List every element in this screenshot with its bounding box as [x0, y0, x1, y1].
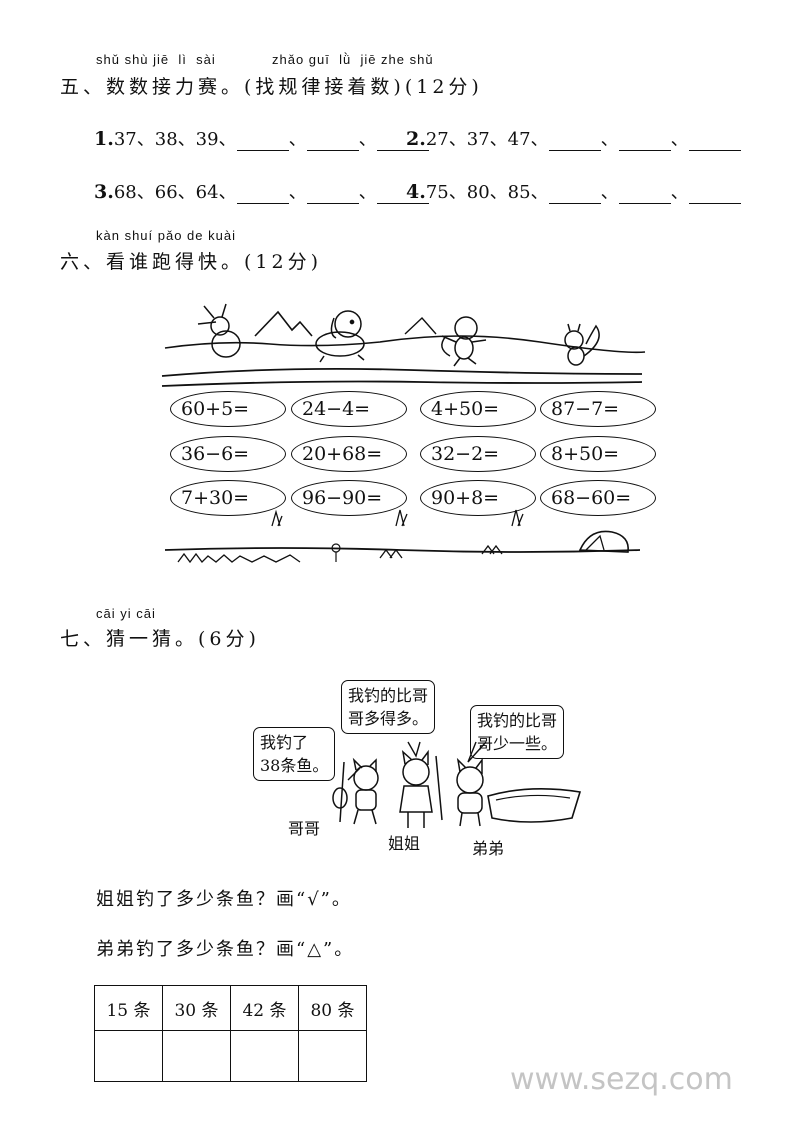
answer-blank[interactable]: [548, 132, 601, 151]
answer-blank[interactable]: [236, 185, 289, 204]
answer-blank[interactable]: [236, 132, 289, 151]
grass-icon: [379, 548, 403, 559]
table-header-row: 15 条 30 条 42 条 80 条: [94, 985, 367, 1031]
answer-blank[interactable]: [376, 185, 429, 204]
problem-oval[interactable]: 32−2=: [420, 436, 536, 472]
sequence-given: 37、38、39、: [113, 129, 237, 150]
section5-pinyin-a: shǔ shù jiē lì sài: [96, 52, 216, 67]
problem-oval[interactable]: 4+50=: [420, 391, 536, 427]
sequence-number: 1.: [94, 128, 114, 150]
answer-blank[interactable]: [688, 132, 741, 151]
separator: 、: [288, 182, 307, 203]
separator: 、: [670, 182, 689, 203]
speech-bubble-didi: 我钓的比哥 哥少一些。: [470, 705, 565, 759]
monkey-icon: [441, 316, 487, 367]
problem-oval[interactable]: 24−4=: [291, 391, 407, 427]
sequence-given: 27、37、47、: [425, 129, 549, 150]
sequence-number: 4.: [406, 181, 426, 203]
option-cell: 42 条: [230, 985, 299, 1031]
problem-oval[interactable]: 7+30=: [170, 480, 286, 516]
section6-pinyin: kàn shuí pǎo de kuài: [96, 228, 236, 243]
speech-bubble-jiejie: 我钓的比哥 哥多得多。: [341, 680, 436, 734]
problem-oval[interactable]: 87−7=: [540, 391, 656, 427]
grass-icon: [395, 509, 408, 527]
grass-icon: [271, 509, 283, 527]
problem-oval[interactable]: 8+50=: [540, 436, 656, 472]
separator: 、: [670, 129, 689, 150]
answer-cell[interactable]: [298, 1030, 367, 1082]
section6-title: 六、看谁跑得快。(12分): [60, 251, 323, 273]
answer-blank[interactable]: [306, 132, 359, 151]
cat-jiejie-icon: [399, 749, 443, 828]
cat-didi-icon: [456, 757, 484, 827]
basin-icon: [487, 788, 582, 823]
section7-title: 七、猜一猜。(6分): [60, 628, 260, 650]
sequence-row-1: 1.37、38、39、 、 、: [94, 125, 429, 151]
label-jiejie: 姐姐: [388, 834, 421, 853]
speech-bubble-gege: 我钓了 38条鱼。: [253, 727, 336, 781]
separator: 、: [358, 129, 377, 150]
section5-title: 五、数数接力赛。(找规律接着数)(12分): [60, 76, 483, 98]
squirrel-icon: [564, 323, 600, 366]
separator: 、: [600, 182, 619, 203]
answer-blank[interactable]: [688, 185, 741, 204]
problem-oval[interactable]: 96−90=: [291, 480, 407, 516]
section5-pinyin-b: zhǎo guī lǜ jiē zhe shǔ: [272, 52, 434, 67]
separator: 、: [288, 129, 307, 150]
answer-blank[interactable]: [618, 185, 671, 204]
problem-oval[interactable]: 90+8=: [420, 480, 536, 516]
problem-oval[interactable]: 36−6=: [170, 436, 286, 472]
cat-gege-icon: [332, 757, 379, 825]
answer-cell[interactable]: [230, 1030, 299, 1082]
sequence-row-3: 3.68、66、64、 、 、: [94, 178, 429, 204]
question-2: 弟弟钓了多少条鱼？画“△”。: [96, 939, 355, 960]
answer-cell[interactable]: [162, 1030, 231, 1082]
section7-pinyin: cāi yi cāi: [96, 606, 156, 621]
mountain-icon: [254, 310, 313, 337]
rabbit-icon: [197, 303, 241, 358]
grass-icon: [177, 552, 301, 564]
grass-icon: [481, 544, 503, 555]
answer-blank[interactable]: [306, 185, 359, 204]
race-illustration: [161, 303, 646, 564]
grass-icon: [511, 509, 524, 527]
question-1: 姐姐钓了多少条鱼？画“√”。: [96, 889, 352, 910]
problem-oval[interactable]: 20+68=: [291, 436, 407, 472]
sequence-number: 2.: [406, 128, 426, 150]
problem-oval[interactable]: 68−60=: [540, 480, 656, 516]
dog-icon: [315, 310, 365, 363]
rock-icon: [578, 530, 629, 553]
sequence-given: 75、80、85、: [425, 182, 549, 203]
sequence-row-2: 2.27、37、47、 、 、: [406, 125, 741, 151]
mountain-icon: [404, 316, 437, 335]
separator: 、: [600, 129, 619, 150]
answer-blank[interactable]: [376, 132, 429, 151]
label-gege: 哥哥: [288, 819, 321, 838]
table-answer-row: [94, 1030, 367, 1082]
option-cell: 80 条: [298, 985, 367, 1031]
sequence-row-4: 4.75、80、85、 、 、: [406, 178, 741, 204]
watermark: www.sezq.com: [510, 1062, 733, 1097]
answer-cell[interactable]: [94, 1030, 163, 1082]
option-cell: 30 条: [162, 985, 231, 1031]
fishing-cats-illustration: [332, 741, 582, 828]
problem-oval[interactable]: 60+5=: [170, 391, 286, 427]
answer-blank[interactable]: [618, 132, 671, 151]
answer-blank[interactable]: [548, 185, 601, 204]
label-didi: 弟弟: [472, 839, 505, 858]
separator: 、: [358, 182, 377, 203]
sequence-given: 68、66、64、: [113, 182, 237, 203]
answer-table: 15 条 30 条 42 条 80 条: [94, 985, 367, 1082]
sequence-number: 3.: [94, 181, 114, 203]
option-cell: 15 条: [94, 985, 163, 1031]
